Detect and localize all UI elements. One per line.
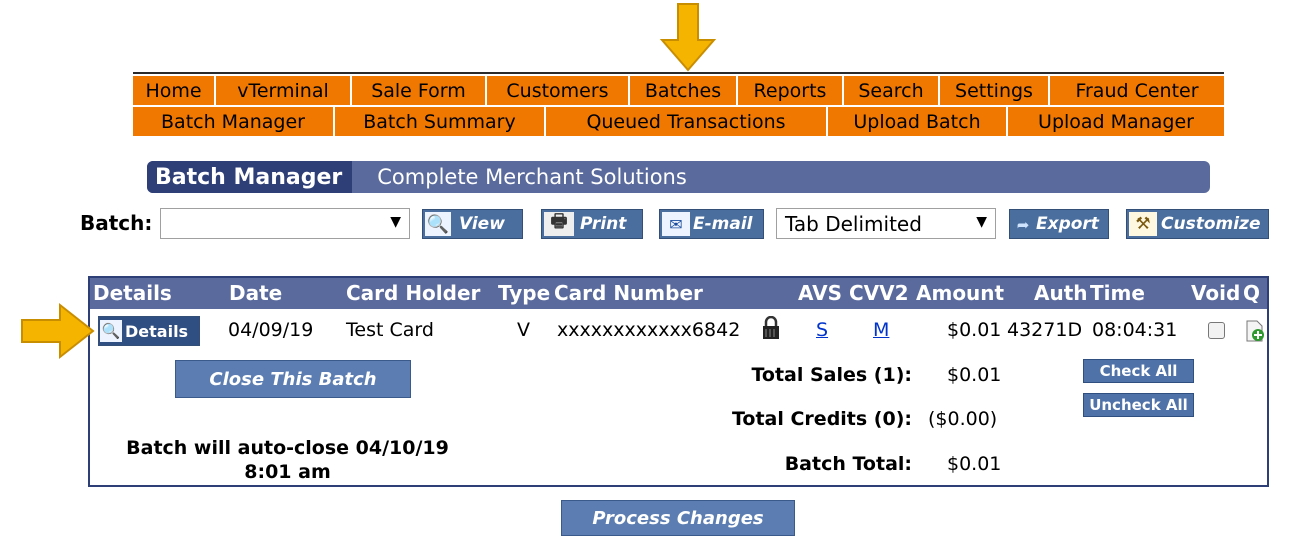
chevron-down-icon: ▼ [976,214,987,230]
nav-upload-manager[interactable]: Upload Manager [1008,107,1224,136]
page-header: Batch Manager Complete Merchant Solution… [147,161,1210,193]
col-date[interactable]: Date [229,281,283,305]
col-card-number[interactable]: Card Number [554,281,703,305]
batch-total-label: Batch Total: [784,453,912,475]
export-icon: ➦ [1016,216,1030,234]
export-format-select[interactable]: Tab Delimited ▼ [776,208,996,239]
close-batch-button[interactable]: Close This Batch [175,360,411,398]
col-auth[interactable]: Auth [1034,281,1088,305]
col-void[interactable]: Void [1191,281,1241,305]
col-details[interactable]: Details [93,281,172,305]
col-type[interactable]: Type [498,281,551,305]
nav-top-border [133,72,1224,74]
row-auth: 43271D [1007,319,1083,341]
view-button-label: View [459,214,505,234]
auto-close-line-2: 8:01 am [244,461,331,483]
batch-table-panel: Details Date Card Holder Type Card Numbe… [88,276,1269,487]
export-button[interactable]: ➦ Export [1009,209,1109,239]
col-card-holder[interactable]: Card Holder [346,281,481,305]
queue-add-icon[interactable] [1245,320,1265,342]
nav-batch-summary[interactable]: Batch Summary [335,107,544,136]
nav-fraud-center[interactable]: Fraud Center [1050,76,1224,105]
batch-label: Batch: [80,211,153,235]
tools-icon: ⚒ [1129,212,1157,236]
batch-select[interactable]: ▼ [160,208,410,239]
uncheck-all-button[interactable]: Uncheck All [1083,393,1194,417]
lock-icon [763,316,779,339]
nav-upload-batch[interactable]: Upload Batch [828,107,1006,136]
total-sales-value: $0.01 [947,364,1002,386]
customize-button-label: Customize [1161,214,1261,234]
magnifier-icon: 🔍 [100,320,122,342]
nav-vterminal[interactable]: vTerminal [216,76,350,105]
row-card-holder: Test Card [346,319,434,341]
nav-settings[interactable]: Settings [940,76,1048,105]
annotation-arrow-down [659,3,717,72]
details-button[interactable]: 🔍 Details [98,316,200,346]
total-sales-label: Total Sales (1): [751,364,912,386]
col-time[interactable]: Time [1090,281,1145,305]
printer-icon: 🖶 [544,211,574,236]
row-time: 08:04:31 [1092,319,1178,341]
nav-sale-form[interactable]: Sale Form [352,76,485,105]
row-type: V [517,319,530,341]
export-button-label: Export [1036,214,1099,234]
chevron-down-icon: ▼ [390,214,401,230]
nav-batches[interactable]: Batches [630,76,736,105]
details-button-label: Details [125,321,189,341]
nav-search[interactable]: Search [844,76,938,105]
batch-total-value: $0.01 [947,453,1002,475]
magnifier-icon: 🔍 [425,212,451,236]
page-title: Batch Manager [147,161,353,193]
view-button[interactable]: 🔍 View [422,209,523,239]
row-date: 04/09/19 [228,319,314,341]
primary-nav: Home vTerminal Sale Form Customers Batch… [133,76,1224,105]
col-q[interactable]: Q [1243,281,1261,305]
cvv2-link[interactable]: M [873,319,890,341]
col-cvv2[interactable]: CVV2 [849,281,909,305]
customize-button[interactable]: ⚒ Customize [1126,209,1269,239]
total-credits-value: ($0.00) [928,408,998,430]
total-credits-label: Total Credits (0): [731,408,912,430]
row-amount: $0.01 [947,319,1002,341]
col-avs[interactable]: AVS [798,281,843,305]
page-subtitle: Complete Merchant Solutions [377,165,687,189]
nav-customers[interactable]: Customers [487,76,628,105]
print-button[interactable]: 🖶 Print [541,209,643,239]
row-card-number: xxxxxxxxxxxx6842 [557,319,741,341]
nav-batch-manager[interactable]: Batch Manager [133,107,333,136]
email-button-label: E-mail [693,214,753,234]
auto-close-line-1: Batch will auto-close 04/10/19 [126,437,449,459]
print-button-label: Print [580,214,627,234]
secondary-nav: Batch Manager Batch Summary Queued Trans… [133,107,1224,136]
nav-home[interactable]: Home [133,76,214,105]
nav-queued-transactions[interactable]: Queued Transactions [546,107,826,136]
table-header: Details Date Card Holder Type Card Numbe… [90,278,1267,309]
export-format-value: Tab Delimited [785,211,922,236]
email-button[interactable]: ✉ E-mail [659,209,764,239]
email-icon: ✉ [662,212,690,236]
avs-link[interactable]: S [816,319,829,341]
nav-reports[interactable]: Reports [738,76,842,105]
auto-close-note: Batch will auto-close 04/10/19 8:01 am [90,436,485,484]
annotation-arrow-right [21,302,95,360]
void-checkbox[interactable] [1208,322,1225,339]
col-amount[interactable]: Amount [916,281,1005,305]
check-all-button[interactable]: Check All [1083,359,1194,383]
process-changes-button[interactable]: Process Changes [561,500,795,536]
